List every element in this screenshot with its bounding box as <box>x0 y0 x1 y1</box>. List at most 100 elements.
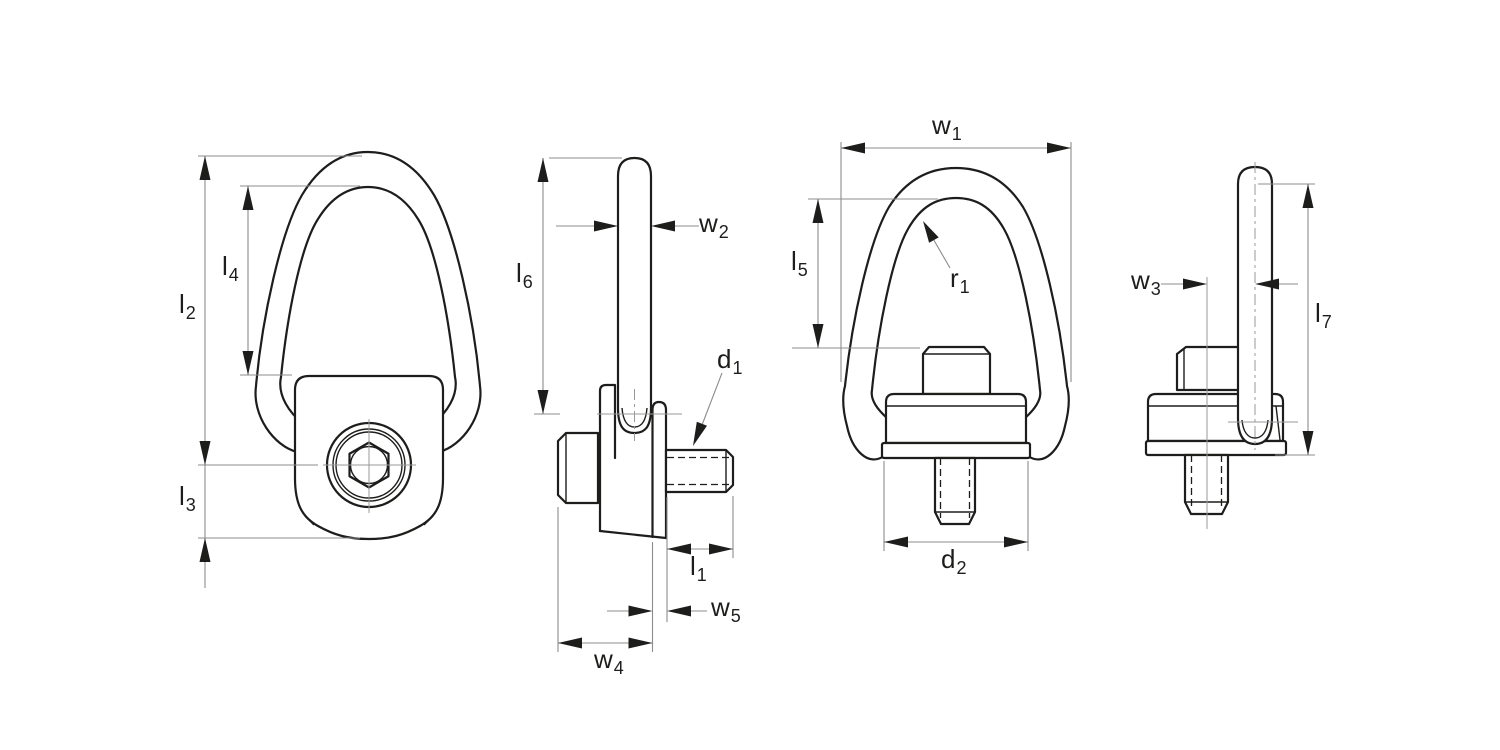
arrowhead-down <box>1302 431 1314 455</box>
bail-bar-end-inner-arc <box>1241 419 1269 439</box>
dim-label-w4-main: w <box>594 644 613 674</box>
dim-label-r1-sub: 1 <box>959 277 970 297</box>
retainer-block-profile <box>1175 345 1242 392</box>
body-right-flange <box>651 400 668 540</box>
dim-l6 <box>534 157 622 415</box>
dim-label-w1-sub: 1 <box>951 124 962 144</box>
dim-r1 <box>923 221 951 269</box>
dim-d2 <box>883 461 1029 551</box>
plate-corner-edge-right <box>423 515 434 526</box>
dim-label-w4: w4 <box>594 646 624 677</box>
dim-label-l6: l6 <box>516 260 533 291</box>
dim-label-l2-main: l <box>179 289 185 319</box>
dim-w5 <box>607 542 707 652</box>
dim-w2 <box>556 220 699 232</box>
arrowhead-up <box>199 156 211 180</box>
dim-label-l1-sub: 1 <box>696 565 707 585</box>
arrowhead-up-outside <box>199 538 211 562</box>
view-front-stud-mount <box>842 166 1070 526</box>
threaded-stud-horizontal <box>664 448 735 494</box>
dim-label-d2: d2 <box>941 546 966 577</box>
bail-outer-line <box>254 150 482 454</box>
view-side-socket-screw <box>556 156 735 540</box>
arrowhead-down <box>812 324 824 348</box>
arrowhead-left <box>884 536 908 548</box>
arrowhead-down <box>537 390 549 414</box>
body-left-rib <box>598 383 617 533</box>
view-side-stud-mount <box>1144 162 1298 529</box>
dim-label-l7-sub: 7 <box>1321 312 1332 332</box>
bail-outer-line <box>842 166 1070 461</box>
dim-label-l3-main: l <box>179 481 185 511</box>
arrowhead-left <box>558 637 582 649</box>
plate-corner-edge-left <box>304 515 315 526</box>
dim-label-w3: w3 <box>1131 267 1161 298</box>
arrowhead-right <box>628 637 653 649</box>
dim-label-l5-main: l <box>791 246 797 276</box>
dim-label-w1-main: w <box>932 110 951 140</box>
dim-l3 <box>198 537 360 562</box>
screw-head-profile <box>556 431 600 505</box>
dim-label-w2-sub: 2 <box>718 222 729 242</box>
arrowhead-leader <box>693 421 707 446</box>
bushing-flange <box>1144 439 1288 457</box>
dim-label-l1: l1 <box>690 553 707 584</box>
arrowhead-left <box>841 142 865 154</box>
dim-label-w5-main: w <box>711 592 730 622</box>
dim-label-d2-main: d <box>941 544 956 574</box>
dim-label-l6-sub: 6 <box>522 272 533 292</box>
arrowhead-up <box>537 158 549 182</box>
dim-label-w5: w5 <box>711 594 741 625</box>
dim-l5 <box>792 198 938 349</box>
arrowhead-right <box>709 543 733 555</box>
arrowhead-right <box>628 605 653 617</box>
dim-label-l4-main: l <box>222 251 228 281</box>
dim-l1 <box>666 496 734 622</box>
dim-label-l6-main: l <box>516 258 522 288</box>
arrowhead-down <box>242 351 254 375</box>
arrowhead-up <box>1302 184 1314 208</box>
dim-label-d2-sub: 2 <box>956 558 967 578</box>
arrowhead-leader <box>923 221 939 243</box>
dim-label-l3: l3 <box>179 483 196 514</box>
arrowhead-left <box>651 220 675 232</box>
dim-label-l4: l4 <box>222 253 239 284</box>
dim-label-d1: d1 <box>717 346 742 377</box>
dim-l4 <box>240 185 360 376</box>
dim-label-w2-main: w <box>699 208 718 238</box>
dim-label-r1: r1 <box>950 265 970 296</box>
arrowhead-right <box>1047 142 1071 154</box>
dim-label-w4-sub: 4 <box>613 658 624 678</box>
dim-label-w5-sub: 5 <box>730 606 741 626</box>
dim-label-w3-sub: 3 <box>1150 279 1161 299</box>
bushing-body <box>884 392 1028 445</box>
dim-label-d1-main: d <box>717 344 732 374</box>
arrowhead-up <box>812 199 824 223</box>
arrowhead-up <box>242 186 254 210</box>
dim-label-w1: w1 <box>932 112 962 143</box>
arrowhead-left <box>667 543 691 555</box>
body-bottom-edge <box>598 529 668 540</box>
bail-inner-line <box>279 185 457 426</box>
arrowhead-left <box>1255 278 1279 290</box>
dim-label-l4-sub: 4 <box>228 265 239 285</box>
arrowhead-right <box>594 220 618 232</box>
bushing-taper-edge <box>1275 405 1281 441</box>
dim-w1 <box>840 142 1072 382</box>
arrowhead-right <box>1183 278 1207 290</box>
arrowhead-right <box>1004 536 1028 548</box>
dim-label-l7-main: l <box>1315 298 1321 328</box>
bail-inner-line <box>870 196 1042 420</box>
dim-label-d1-sub: 1 <box>732 358 743 378</box>
dim-w4 <box>557 507 653 652</box>
dim-label-l5: l5 <box>791 248 808 279</box>
dim-label-l1-main: l <box>690 551 696 581</box>
dim-l2 <box>198 155 362 588</box>
dim-label-w2: w2 <box>699 210 729 241</box>
dim-l7 <box>1258 183 1315 456</box>
bail-bar <box>616 156 653 435</box>
arrowhead-left <box>667 605 691 617</box>
dim-label-l2-sub: 2 <box>185 303 196 323</box>
